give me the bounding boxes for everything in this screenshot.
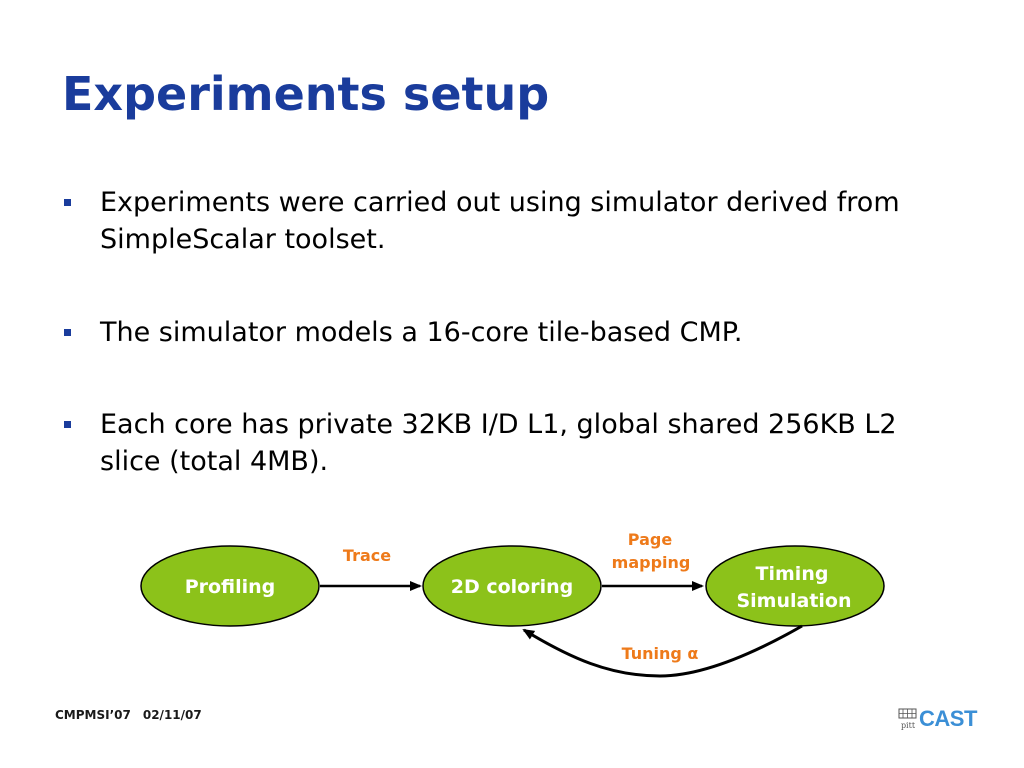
footer: CMPMSI’07 02/11/07 xyxy=(55,708,202,722)
tuning-label: Tuning α xyxy=(622,644,699,663)
square-bullet-icon xyxy=(64,329,71,336)
bullet-text: Experiments were carried out using simul… xyxy=(100,187,900,255)
profiling-node-label: Profiling xyxy=(185,576,276,598)
timing-node xyxy=(705,545,885,627)
logo-mark-text: pitt xyxy=(901,721,916,730)
pitt-building-icon: pitt xyxy=(898,708,917,730)
bullet-list: Experiments were carried out using simul… xyxy=(62,184,962,536)
bullet-text: The simulator models a 16-core tile-base… xyxy=(100,317,743,348)
bullet-item: Experiments were carried out using simul… xyxy=(62,184,962,258)
timing-node-label-line2: Simulation xyxy=(736,590,851,612)
profiling-node xyxy=(140,545,320,627)
bullet-item: Each core has private 32KB I/D L1, globa… xyxy=(62,406,962,480)
slide-title: Experiments setup xyxy=(62,67,550,121)
page-mapping-label-line1: Page xyxy=(628,530,673,549)
pitt-cast-logo: pitt CAST xyxy=(898,704,977,734)
bullet-item: The simulator models a 16-core tile-base… xyxy=(62,314,962,351)
coloring-node xyxy=(422,545,602,627)
timing-node-label-line1: Timing xyxy=(756,563,829,585)
square-bullet-icon xyxy=(64,199,71,206)
logo-text: CAST xyxy=(919,706,977,731)
footer-date: 02/11/07 xyxy=(142,708,202,722)
bullet-text: Each core has private 32KB I/D L1, globa… xyxy=(100,409,897,477)
tuning-arrow xyxy=(522,624,803,678)
coloring-node-label: 2D coloring xyxy=(451,576,574,598)
trace-label: Trace xyxy=(343,546,391,565)
footer-conference: CMPMSI’07 xyxy=(55,708,131,722)
page-mapping-label-line2: mapping xyxy=(612,553,691,572)
square-bullet-icon xyxy=(64,421,71,428)
